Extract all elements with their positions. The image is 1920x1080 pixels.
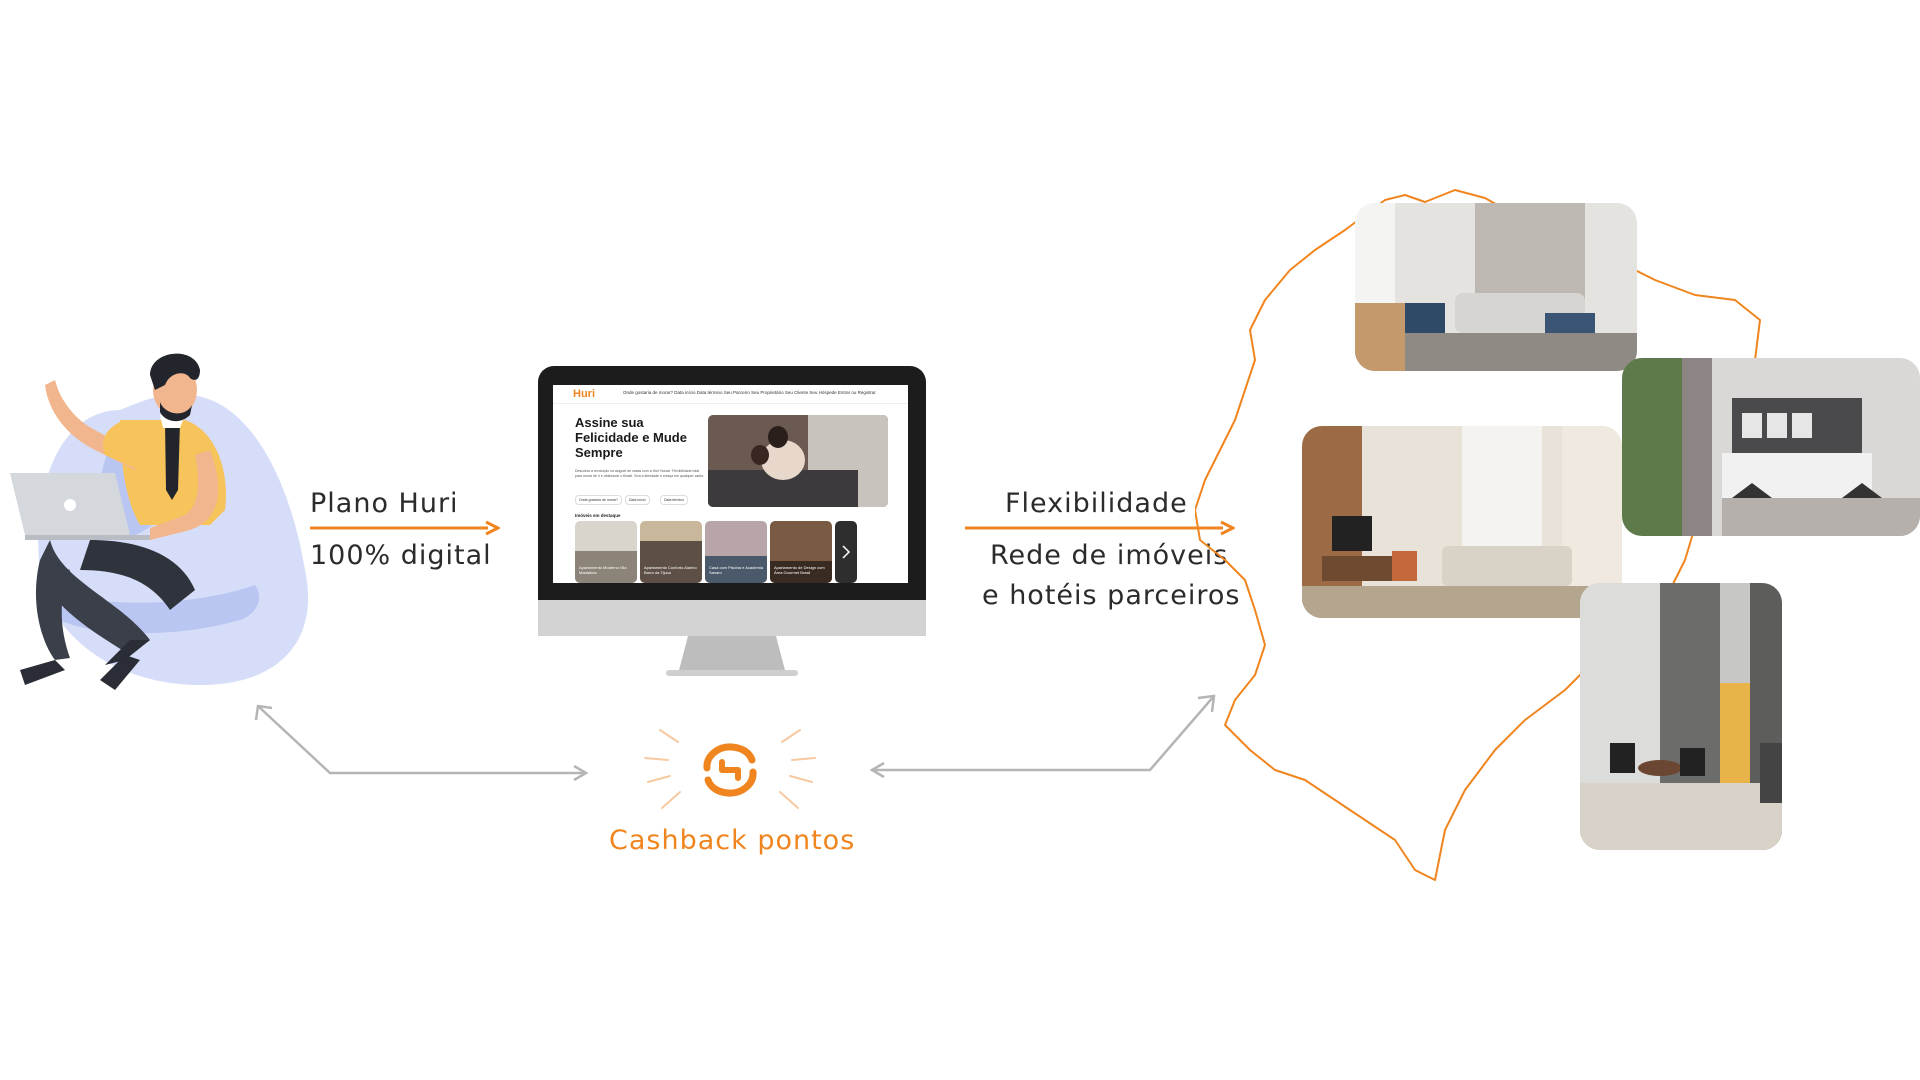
screen-card-5 [835, 521, 857, 583]
screen-card-3: Casa com Piscina e Academia Sanam [705, 521, 767, 583]
person-with-laptop-illustration [0, 340, 320, 700]
bedroom-photo [1622, 358, 1920, 536]
screen-card-4: Apartamento de Design com Área Gourmet B… [770, 521, 832, 583]
screen-logo: Huri [573, 388, 595, 400]
brazil-map-outline [1195, 189, 1761, 881]
screen-date-start-pill: Data início [625, 495, 650, 505]
screen-hero-text: Descubra a revolução na aluguel de casas… [575, 469, 705, 478]
flexibility-label: Flexibilidade [1005, 488, 1188, 519]
screen-hero-image [708, 415, 888, 507]
hallway-photo [1580, 583, 1782, 850]
network-label: Rede de imóveis [990, 540, 1229, 571]
partners-label: e hotéis parceiros [982, 580, 1241, 611]
screen-date-end-pill: Data término [660, 495, 689, 505]
digital-label: 100% digital [310, 540, 492, 571]
living-room-photo [1355, 203, 1637, 371]
right-arrow-left [310, 520, 500, 536]
screen-hero-title: Assine sua Felicidade e Mude Sempre [575, 415, 687, 460]
screen-featured-label: Imóveis em destaque [575, 513, 621, 518]
screen-search-pill: Onde gostaria de morar? [575, 495, 622, 505]
monitor-screen: Huri Onde gostaria de morar? Data início… [553, 385, 908, 583]
screen-nav-links: Onde gostaria de morar? Data início Data… [623, 390, 876, 395]
open-living-room-photo [1302, 426, 1622, 618]
screen-card-1: Apartamento Moderno Vila Madalena [575, 521, 637, 583]
cashback-label: Cashback pontos [609, 825, 856, 856]
huri-logo-icon [644, 729, 816, 809]
return-arrow-left [254, 704, 589, 782]
screen-navbar: Huri Onde gostaria de morar? Data início… [553, 385, 908, 404]
plan-label: Plano Huri [310, 488, 459, 519]
screen-card-2: Apartamento Conforto Alanho Barra da Tij… [640, 521, 702, 583]
return-arrow-right [869, 694, 1216, 779]
right-arrow-right [965, 520, 1235, 536]
